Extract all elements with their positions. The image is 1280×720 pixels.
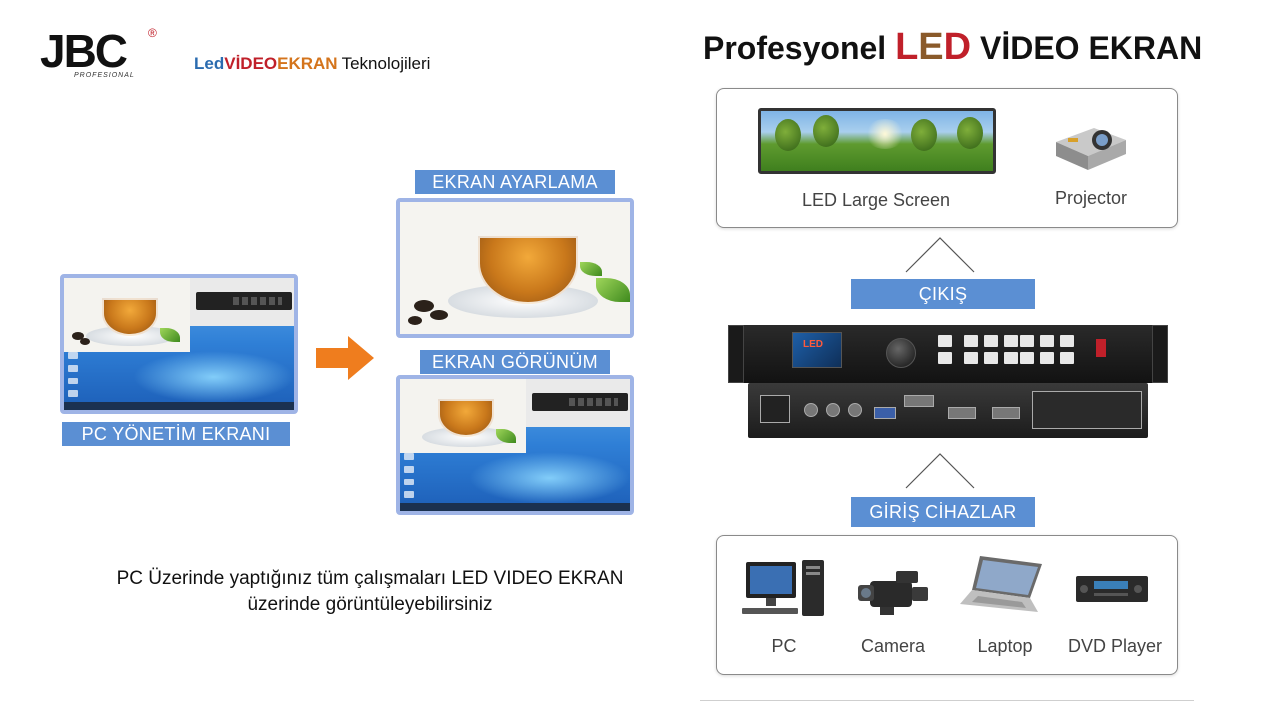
logo-text: JBC — [40, 25, 128, 77]
page-title: Profesyonel LED VİDEO EKRAN — [703, 26, 1202, 69]
laptop-icon — [960, 556, 1042, 612]
screen-view-image — [396, 375, 634, 515]
tea-image-window — [64, 278, 190, 352]
processor-input-buttons — [964, 335, 1018, 364]
tea-cup-image — [438, 399, 494, 437]
input-connector-lines — [905, 453, 975, 489]
tagline-ekran: EKRAN — [277, 54, 338, 73]
led-large-screen-label: LED Large Screen — [801, 190, 951, 210]
processor-lcd — [792, 332, 842, 368]
jbc-logo: JBC ® PROFESIONAL — [40, 26, 160, 82]
dvd-player-icon — [1076, 576, 1148, 602]
projector-icon — [1056, 128, 1126, 170]
title-letter-l: L — [895, 26, 919, 68]
logo-subtitle: PROFESIONAL — [74, 72, 135, 79]
processor-menu-buttons — [938, 335, 952, 364]
output-connector-lines — [905, 237, 975, 273]
input-devices-label: GİRİŞ CİHAZLAR — [851, 497, 1035, 527]
screen-view-label: EKRAN GÖRÜNÜM — [420, 350, 610, 374]
desktop-glow — [133, 350, 294, 404]
video-processor-back — [748, 383, 1148, 438]
processor-function-buttons — [1020, 335, 1074, 364]
processor-knob — [886, 338, 916, 368]
caption-text: PC Üzerinde yaptığınız tüm çalışmaları L… — [80, 566, 660, 618]
tagline-led: Led — [194, 54, 225, 73]
pc-label: PC — [771, 636, 797, 656]
camera-icon — [858, 571, 928, 615]
processor-power-switch — [1096, 339, 1106, 357]
tagline-video: VİDEO — [224, 54, 278, 73]
input-devices-panel — [716, 535, 1178, 675]
tagline-rest: Teknolojileri — [341, 54, 431, 73]
logo-registered-mark: ® — [148, 26, 157, 40]
title-letter-d: D — [943, 26, 972, 68]
tea-cup-image — [478, 236, 578, 304]
led-large-screen-image — [758, 108, 996, 174]
caption-line-2: üzerinde görüntüleyebilirsiniz — [247, 594, 493, 615]
screen-adjust-image — [396, 198, 634, 338]
camera-label: Camera — [860, 636, 926, 656]
title-prefix: Profesyonel — [703, 30, 887, 66]
orange-arrow-icon — [316, 336, 374, 380]
pc-icon — [742, 560, 824, 616]
dvd-player-label: DVD Player — [1067, 636, 1163, 656]
title-suffix: VİDEO EKRAN — [979, 30, 1203, 66]
screen-adjust-label: EKRAN AYARLAMA — [415, 170, 615, 194]
bottom-divider — [700, 700, 1194, 701]
output-label: ÇIKIŞ — [851, 279, 1035, 309]
laptop-label: Laptop — [977, 636, 1033, 656]
video-processor-front — [728, 325, 1168, 383]
caption-line-1: PC Üzerinde yaptığınız tüm çalışmaları L… — [116, 568, 624, 589]
taskbar — [64, 402, 294, 410]
processor-image-window — [190, 278, 294, 326]
projector-label: Projector — [1054, 188, 1128, 208]
pc-management-screen — [60, 274, 298, 414]
tea-cup-image — [102, 298, 158, 336]
title-letter-e: E — [918, 26, 944, 68]
pc-management-label: PC YÖNETİM EKRANI — [62, 422, 290, 446]
